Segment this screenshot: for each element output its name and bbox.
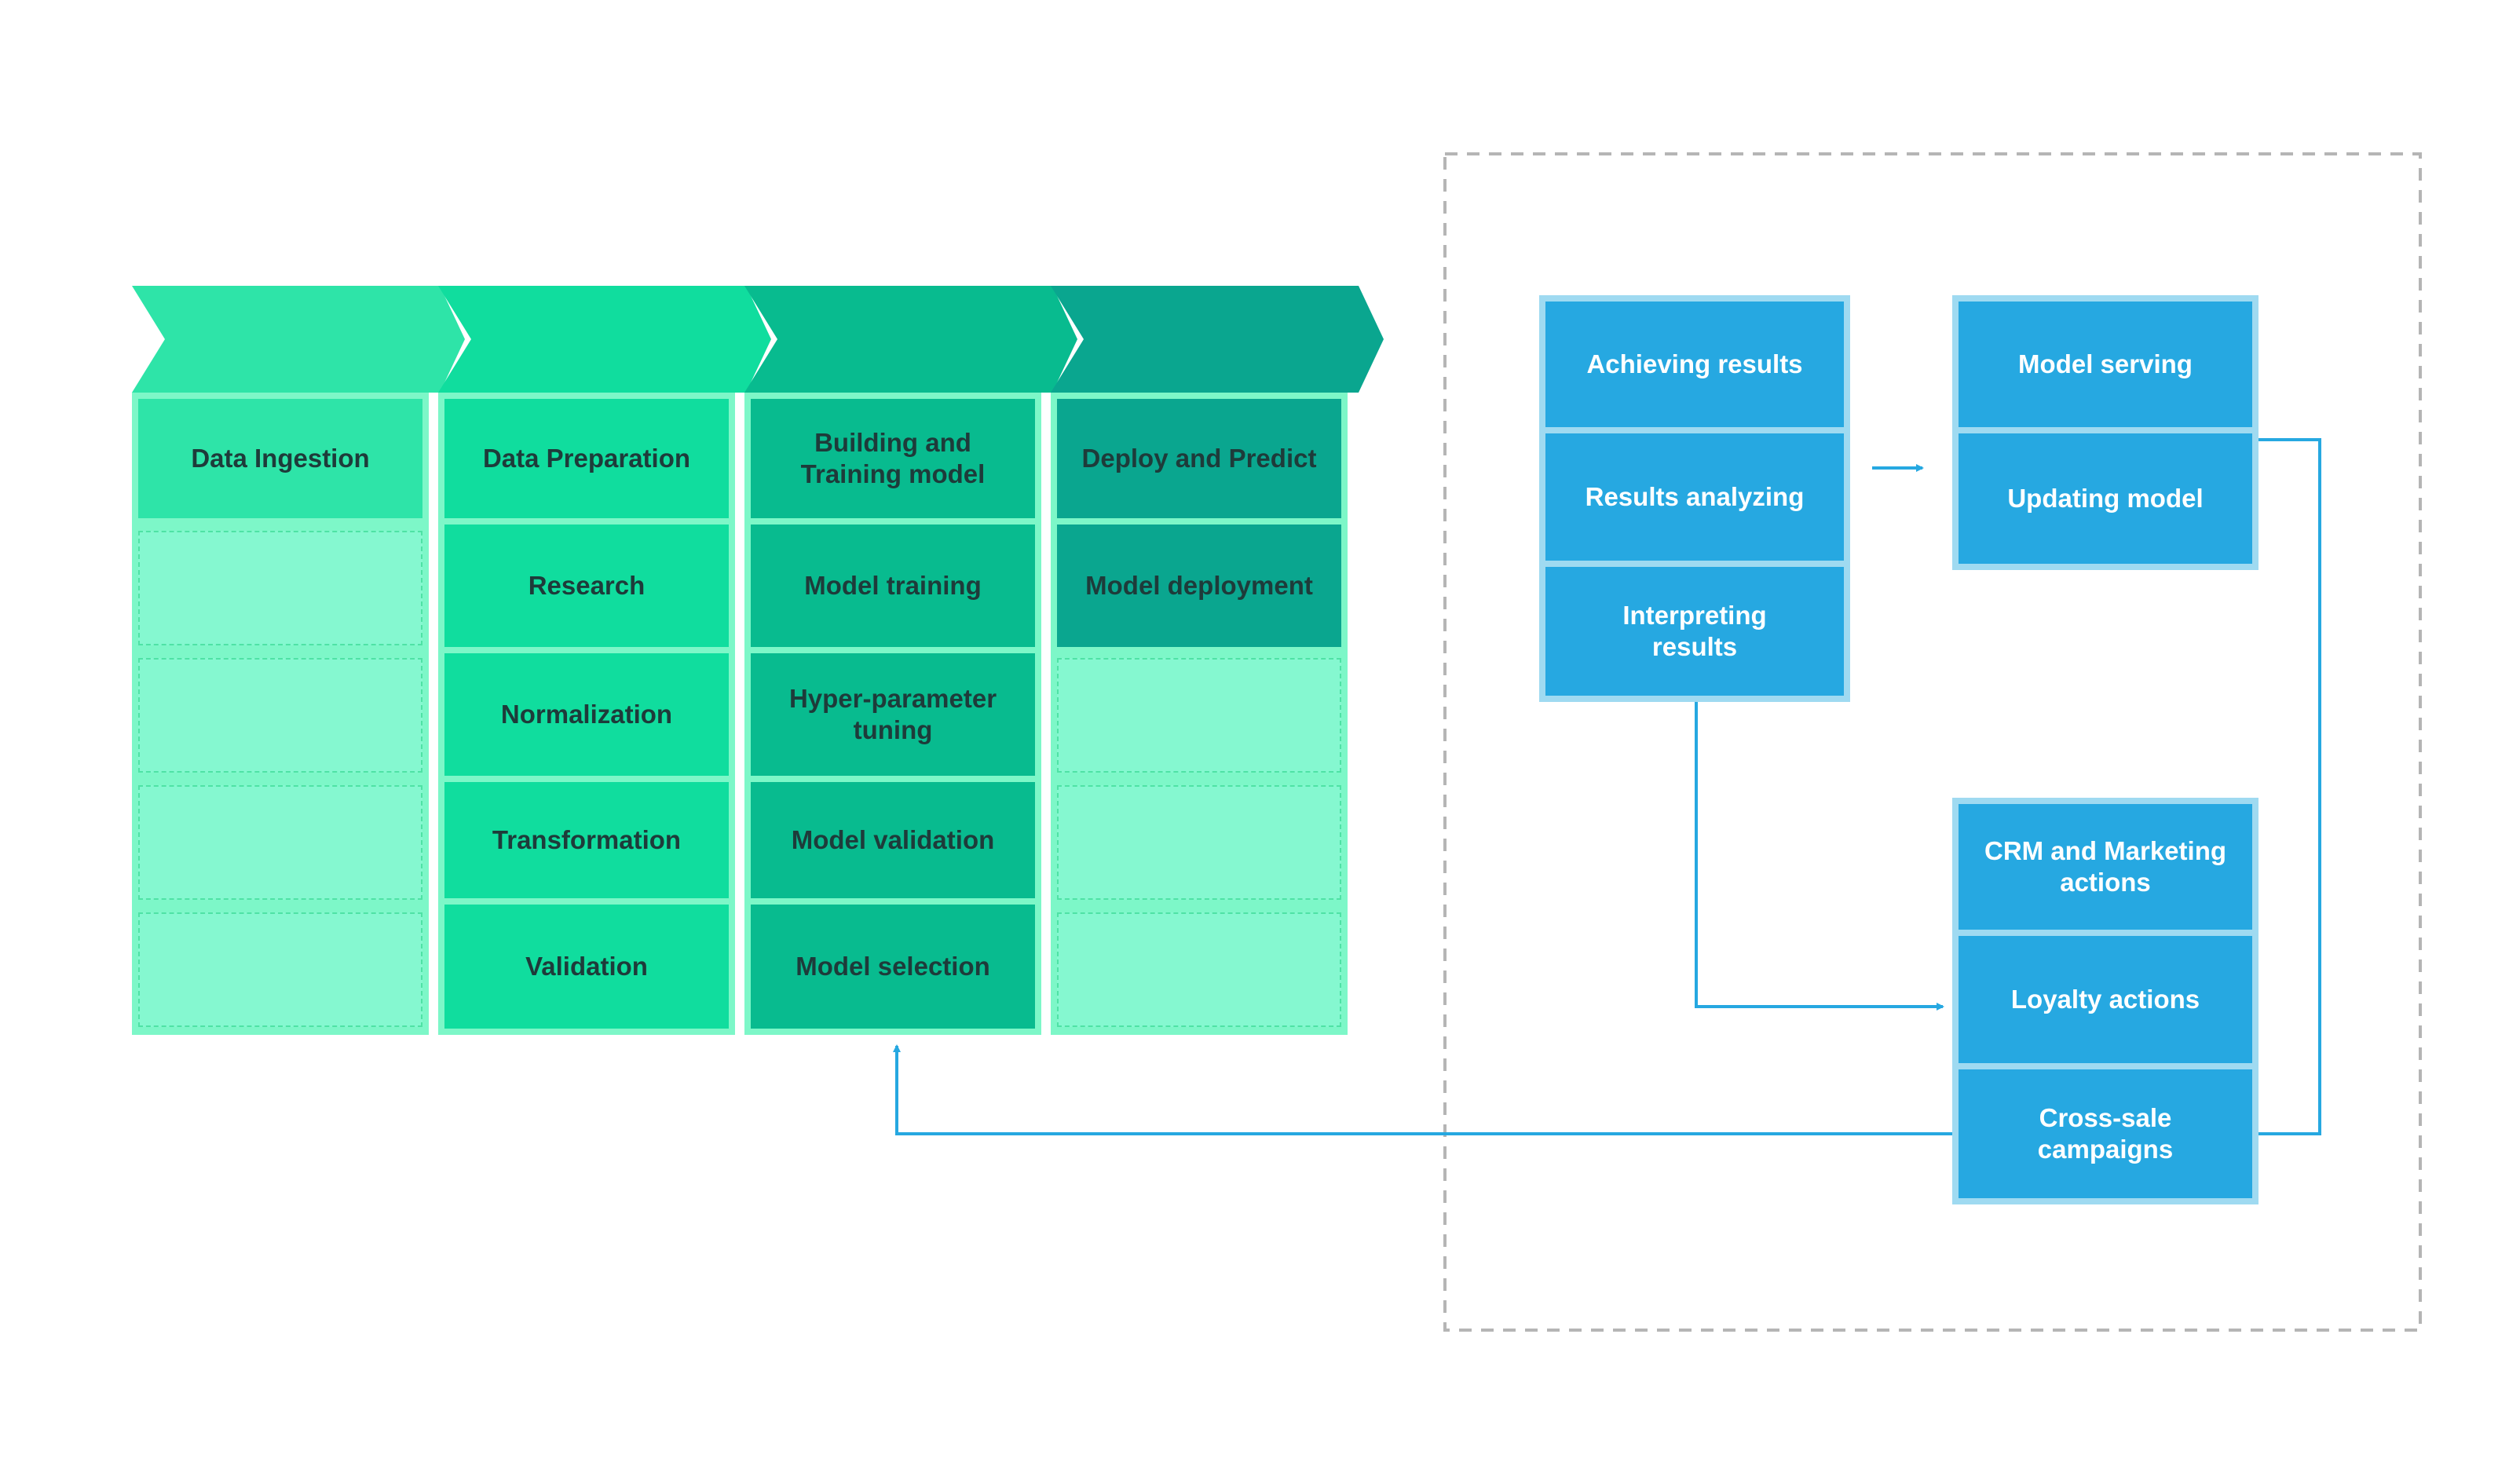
box-cross-sale-campaigns: Cross-sale campaigns — [1959, 1069, 2252, 1198]
step-model-deployment: Model deployment — [1057, 525, 1341, 647]
step-research: Research — [444, 525, 729, 647]
step-validation: Validation — [444, 905, 729, 1029]
box-results-analyzing: Results analyzing — [1545, 433, 1844, 561]
connector-updating-to-crosssale — [2258, 438, 2321, 1135]
dashed-frame — [1443, 152, 2422, 1332]
box-updating-model: Updating model — [1959, 433, 2252, 564]
empty-slot — [138, 531, 422, 645]
step-model-selection: Model selection — [751, 905, 1035, 1029]
box-achieving-results: Achieving results — [1545, 302, 1844, 427]
empty-slot — [138, 658, 422, 773]
chevron-data-ingestion — [132, 286, 465, 393]
box-crm-marketing-actions: CRM and Marketing actions — [1959, 804, 2252, 930]
box-interpreting-results: Interpreting results — [1545, 567, 1844, 696]
chevron-building-training — [744, 286, 1077, 393]
connector-interpreting-to-crm — [1695, 702, 1944, 1011]
step-transformation: Transformation — [444, 782, 729, 898]
chevron-deploy-predict — [1051, 286, 1384, 393]
empty-slot — [1057, 658, 1341, 773]
connector-crosssale-to-model-selection — [893, 1044, 1952, 1135]
step-normalization: Normalization — [444, 653, 729, 776]
empty-slot — [138, 912, 422, 1027]
empty-slot — [1057, 912, 1341, 1027]
header-data-ingestion: Data Ingestion — [138, 399, 422, 518]
box-loyalty-actions: Loyalty actions — [1959, 936, 2252, 1063]
step-model-validation: Model validation — [751, 782, 1035, 898]
header-building-training: Building and Training model — [751, 399, 1035, 518]
step-hyper-parameter-tuning: Hyper-parameter tuning — [751, 653, 1035, 776]
header-deploy-predict: Deploy and Predict — [1057, 399, 1341, 518]
empty-slot — [1057, 785, 1341, 900]
box-model-serving: Model serving — [1959, 302, 2252, 427]
empty-slot — [138, 785, 422, 900]
step-model-training: Model training — [751, 525, 1035, 647]
chevron-data-preparation — [438, 286, 771, 393]
header-data-preparation: Data Preparation — [444, 399, 729, 518]
